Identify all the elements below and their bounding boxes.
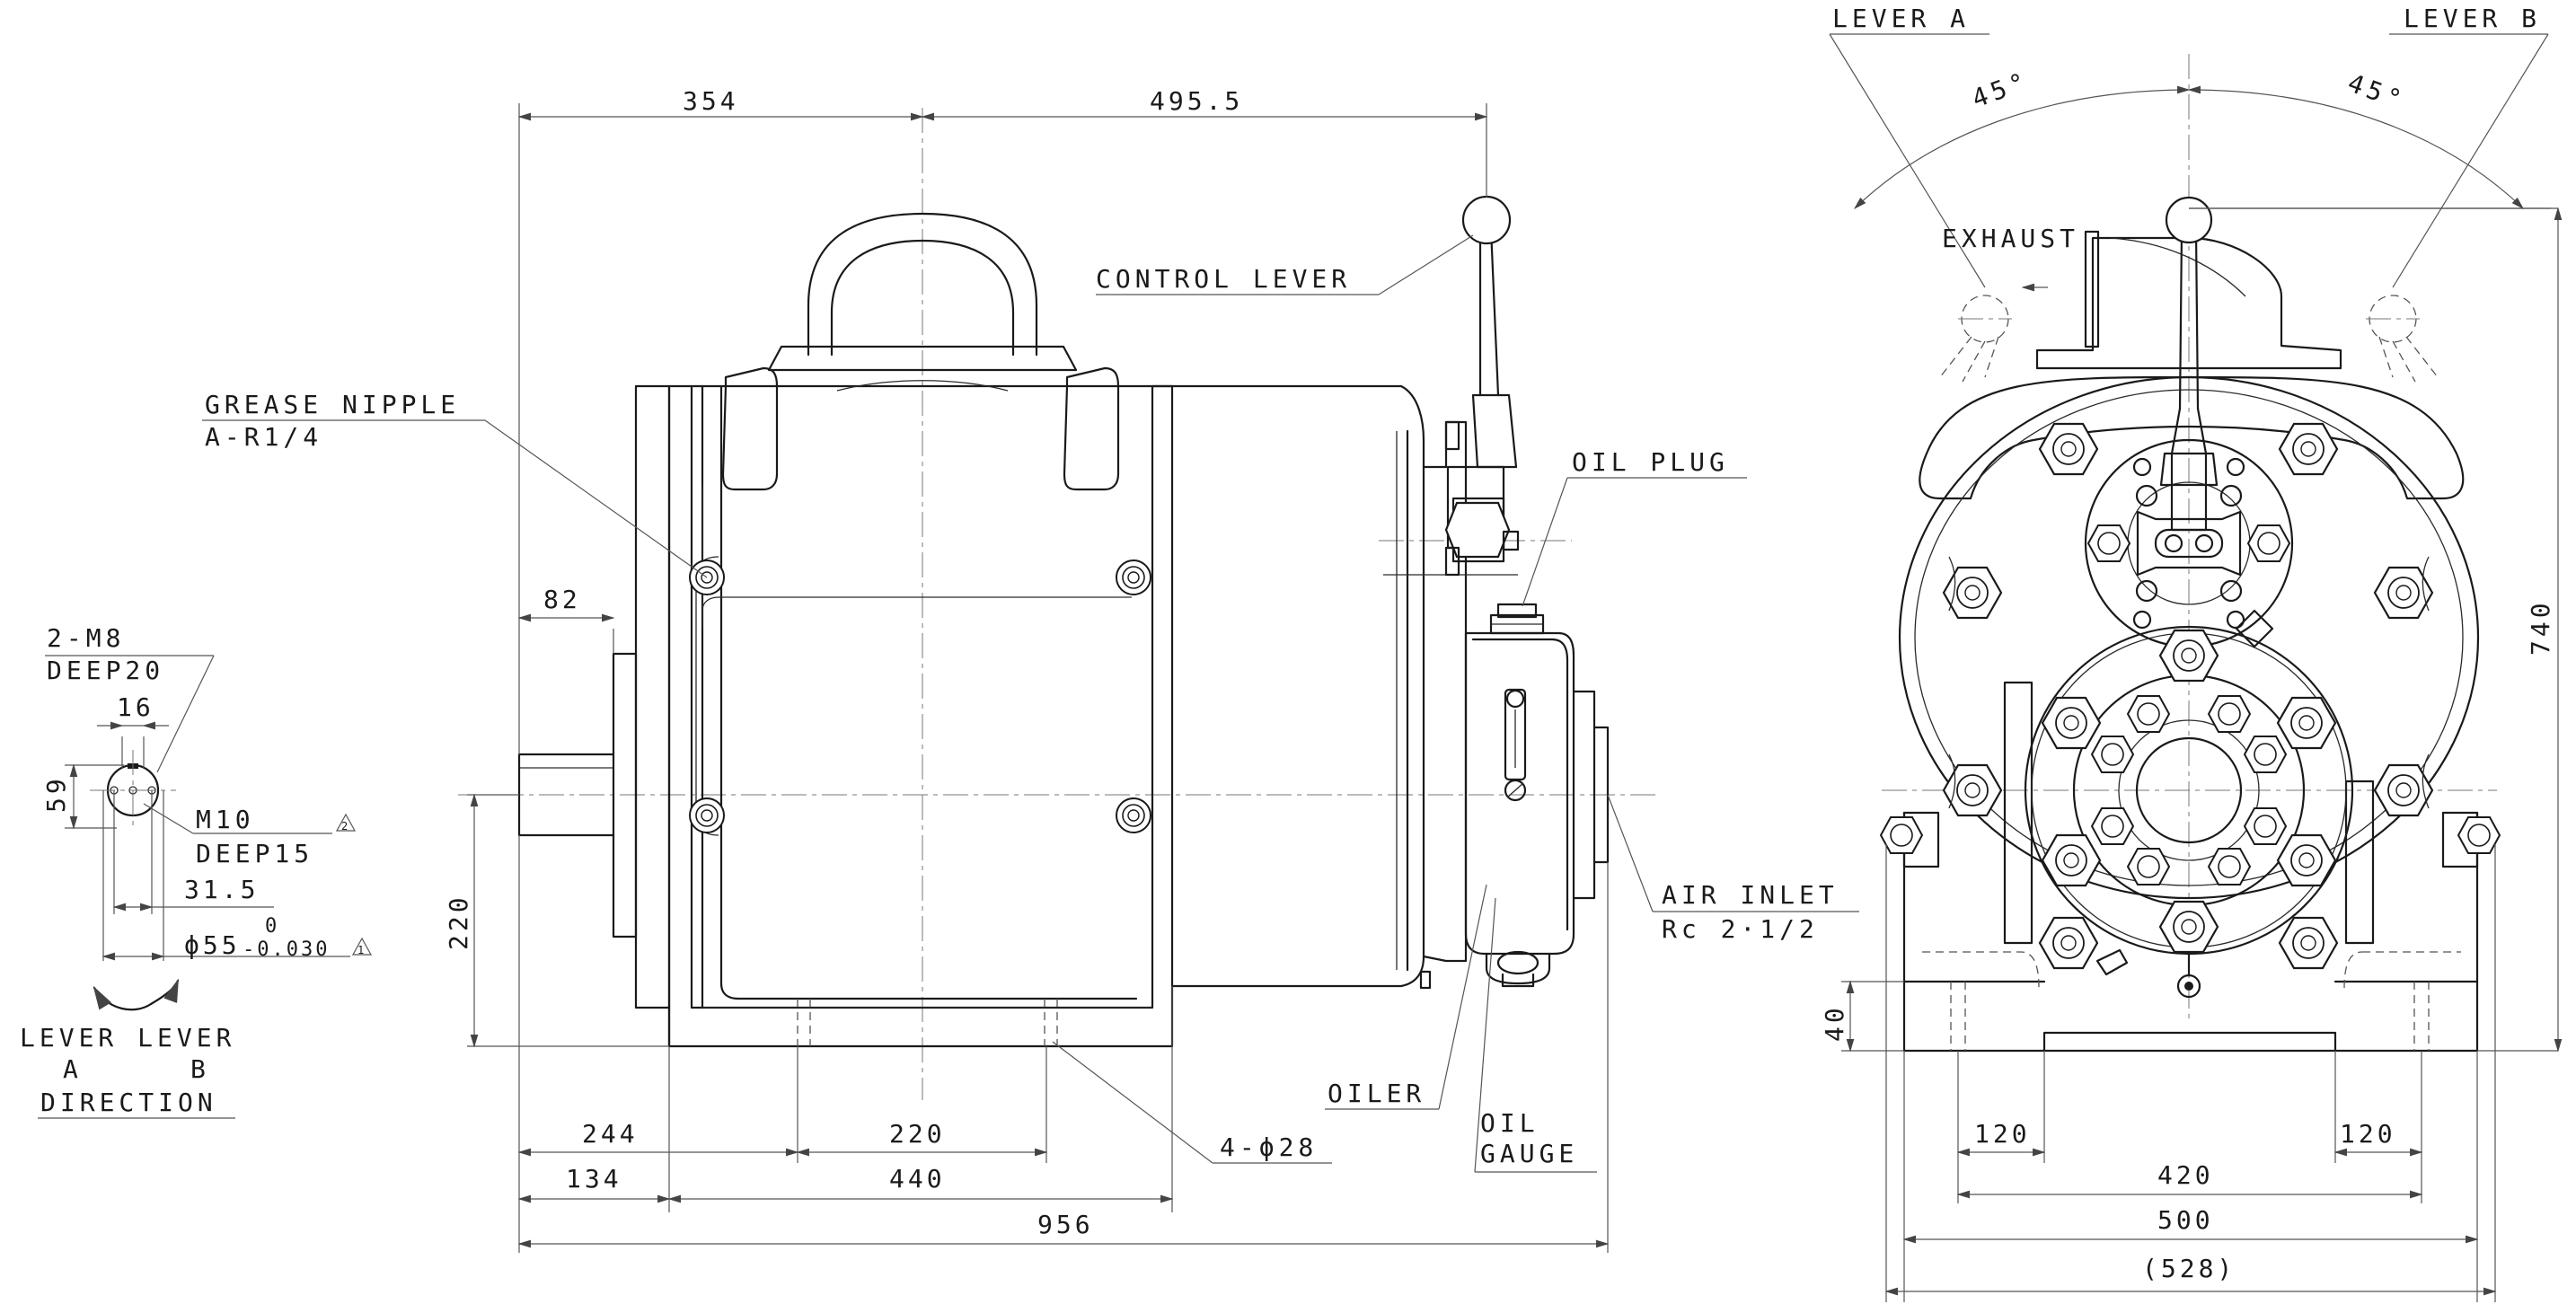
label-air-inlet-spec: Rc 2·1/2 <box>1662 914 1819 944</box>
oval-bolt-8 <box>2278 916 2339 970</box>
label-deep15: DEEP15 <box>196 839 313 868</box>
flange-bolt-1 <box>2158 629 2219 683</box>
label-m10: M10 <box>196 805 255 834</box>
valve-bolt-right <box>2247 524 2290 562</box>
inner-bolt-1 <box>2127 695 2170 733</box>
label-oiler: OILER <box>1328 1079 1425 1108</box>
dim-120-left: 120 <box>1974 1119 2031 1149</box>
dim-31-5: 31.5 <box>184 875 259 904</box>
label-oil-plug: OIL PLUG <box>1572 447 1729 477</box>
grease-nipple-2 <box>1116 559 1151 595</box>
triangle-1-text: 1 <box>357 944 366 956</box>
tolerance-lower: -0.030 <box>243 938 330 961</box>
grease-nipple-4 <box>1116 797 1151 833</box>
inner-bolt-6 <box>2244 807 2287 845</box>
side-view-callouts: GREASE NIPPLE A-R1/4 CONTROL LEVER OIL P… <box>202 234 1859 1173</box>
label-exhaust: EXHAUST <box>1942 224 2079 253</box>
lever-hub <box>2136 510 2242 577</box>
inner-bolt-8 <box>2208 848 2251 885</box>
dim-528: (528) <box>2142 1254 2236 1283</box>
dim-59: 59 <box>41 775 71 813</box>
dim-495-5: 495.5 <box>1150 86 1243 116</box>
dim-956: 956 <box>1037 1210 1094 1239</box>
air-inlet-flange <box>1572 690 1596 900</box>
label-lever-a: A <box>63 1054 83 1084</box>
gear-housing <box>1170 384 1425 988</box>
dim-500: 500 <box>2157 1205 2214 1235</box>
front-base <box>1902 811 2479 1053</box>
label-oil-gauge-2: GAUGE <box>1480 1139 1578 1168</box>
shaft-end-detail: 16 59 2-M8 DEEP20 M10 DEEP15 2 31.5 ϕ55 … <box>20 623 373 1119</box>
dim-40: 40 <box>1820 1004 1849 1042</box>
flange-bolt-6 <box>2158 900 2219 954</box>
cooling-slot-left <box>721 366 779 491</box>
inner-bolt-5 <box>2091 807 2134 845</box>
inner-bolt-4 <box>2244 736 2287 773</box>
grease-nipple-3 <box>689 797 725 833</box>
side-bolt-right <box>2457 816 2501 854</box>
label-control-lever: CONTROL LEVER <box>1096 264 1351 294</box>
lifting-handle <box>807 212 1038 357</box>
cooling-slot-right <box>1063 366 1120 491</box>
flange-bolt-3 <box>2276 696 2337 750</box>
dim-220-vertical: 220 <box>444 894 473 950</box>
tolerance-upper: 0 <box>265 915 279 938</box>
label-4-holes: 4-ϕ28 <box>1220 1132 1318 1162</box>
side-view <box>458 108 1657 1100</box>
side-bolt-left <box>1880 816 1923 854</box>
side-view-dimensions: 354 495.5 82 220 244 220 134 440 956 <box>444 86 1610 1253</box>
triangle-2-text: 2 <box>341 820 350 833</box>
label-lever-lever: LEVER LEVER <box>20 1023 235 1053</box>
label-lever-a-top: LEVER A <box>1832 4 1970 33</box>
dim-82: 82 <box>543 585 581 614</box>
front-view-dimensions: 740 40 120 120 420 500 (528) <box>1820 207 2563 1302</box>
inner-bolt-2 <box>2208 695 2251 733</box>
front-view: LEVER A LEVER B 45° 45° EXHAUST <box>1829 4 2551 1053</box>
oval-bolt-3 <box>1942 566 2003 620</box>
dim-16: 16 <box>117 692 154 722</box>
label-lever-b: B <box>190 1054 210 1084</box>
dim-120-right: 120 <box>2340 1119 2396 1149</box>
dim-420: 420 <box>2157 1160 2214 1190</box>
front-lever-knob <box>2165 196 2213 244</box>
label-grease-nipple: GREASE NIPPLE <box>205 390 460 419</box>
valve-bolt-left <box>2087 524 2130 562</box>
motor-body <box>667 384 1174 1048</box>
revision-triangle-2 <box>335 813 357 832</box>
oiler <box>1485 952 1551 985</box>
dim-244: 244 <box>582 1119 639 1149</box>
dim-740: 740 <box>2526 599 2555 656</box>
inner-bolt-3 <box>2091 736 2134 773</box>
front-lever-shaft <box>2178 230 2183 410</box>
revision-triangle-1 <box>351 937 373 956</box>
label-angle-b: 45° <box>2344 68 2410 116</box>
flange-bolt-2 <box>2041 696 2102 750</box>
label-air-inlet: AIR INLET <box>1662 880 1839 910</box>
left-end-cap <box>634 384 671 1009</box>
label-angle-a: 45° <box>1968 66 2033 113</box>
label-direction: DIRECTION <box>40 1088 217 1117</box>
label-oil-gauge-1: OIL <box>1480 1108 1539 1138</box>
dim-354: 354 <box>683 86 739 116</box>
center-bore <box>2135 736 2243 844</box>
dim-220-horizontal: 220 <box>889 1119 946 1149</box>
handle-base <box>767 345 1078 372</box>
oval-bolt-7 <box>2038 916 2099 970</box>
upper-wings <box>1919 375 2465 500</box>
label-grease-nipple-spec: A-R1/4 <box>205 422 322 452</box>
dim-134: 134 <box>566 1164 622 1194</box>
valve-body <box>1464 631 1575 956</box>
control-lever-knob <box>1461 195 1512 245</box>
label-2-m8: 2-M8 <box>47 623 125 653</box>
inner-bolt-7 <box>2127 848 2170 885</box>
label-deep20: DEEP20 <box>47 656 164 685</box>
oval-bolt-5 <box>1942 763 2003 817</box>
label-lever-b-top: LEVER B <box>2404 4 2541 33</box>
dim-440: 440 <box>889 1164 946 1194</box>
main-oval-housing <box>1898 375 2480 900</box>
dim-shaft-diameter: ϕ55 <box>184 930 241 960</box>
